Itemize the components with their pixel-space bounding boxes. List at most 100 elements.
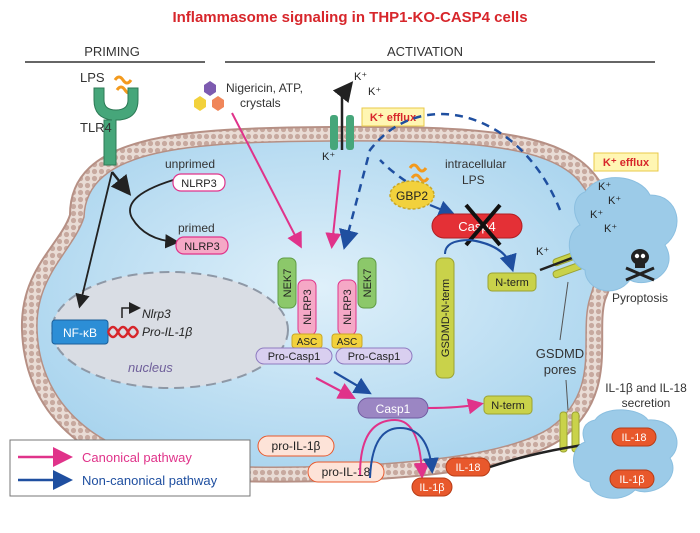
nek7-left bbox=[277, 257, 297, 309]
k-efflux-to-nlrp3-arrow bbox=[325, 169, 342, 249]
skull-crossbones-icon bbox=[625, 249, 655, 282]
k-plus-label-1: K⁺ bbox=[354, 71, 367, 83]
pro-casp1-left-label: Pro-Casp1 bbox=[268, 351, 321, 363]
il1b-outer-pill bbox=[609, 469, 655, 489]
nterm-lower-box bbox=[483, 395, 533, 415]
il1b-outer-label: IL-1β bbox=[619, 474, 644, 486]
stimuli-label-line2: crystals bbox=[240, 96, 281, 110]
casp1-label: Casp1 bbox=[376, 402, 411, 416]
pro-casp1-right bbox=[335, 347, 413, 365]
casp1-cleavage-blue-arrow bbox=[369, 426, 439, 479]
nlrp3-right-label: NLRP3 bbox=[342, 289, 354, 324]
nek7-right bbox=[357, 257, 377, 309]
stimulus-hexagon-orange-icon bbox=[212, 96, 224, 111]
pores-pointer-down bbox=[565, 379, 569, 411]
k-plus-cloud-2: K⁺ bbox=[608, 195, 621, 207]
gsdmd-nterm-bar bbox=[435, 257, 455, 379]
pyroptosis-cloud bbox=[568, 177, 678, 292]
k-efflux-box bbox=[361, 107, 425, 127]
casp4-knockout-x-icon bbox=[464, 203, 502, 247]
priming-curve-arrow bbox=[129, 177, 181, 249]
primed-nlrp3-label: NLRP3 bbox=[184, 241, 219, 253]
tlr4-receptor-icon bbox=[93, 87, 139, 166]
k-plus-label-3: K⁺ bbox=[322, 151, 335, 163]
k-plus-cloud-3: K⁺ bbox=[590, 209, 603, 221]
tlr4-to-nlrp3-arrow bbox=[110, 171, 132, 196]
transcription-arrow bbox=[121, 302, 141, 318]
secretion-line2: secretion bbox=[622, 396, 671, 410]
gene-pro-il1b-label: Pro-IL-1β bbox=[142, 325, 192, 339]
nucleus-label: nucleus bbox=[128, 360, 173, 375]
il18-outer-label: IL-18 bbox=[621, 432, 646, 444]
intracellular-lps-line1: intracellular bbox=[445, 157, 506, 171]
k-efflux-label: K⁺ efflux bbox=[370, 112, 417, 124]
gsdmd-nterm-label: GSDMD-N-term bbox=[440, 279, 452, 357]
activation-header: ACTIVATION bbox=[387, 44, 463, 59]
nterm-lower-label: N-term bbox=[491, 400, 525, 412]
stimulus-hexagon-yellow-icon bbox=[194, 96, 206, 111]
stimuli-to-nlrp3-arrow bbox=[231, 112, 302, 249]
pro-il18-label: pro-IL-18 bbox=[322, 465, 371, 479]
k-plus-cloud-1: K⁺ bbox=[598, 181, 611, 193]
primed-label: primed bbox=[178, 221, 215, 235]
dna-helix-icon bbox=[106, 325, 140, 339]
unprimed-nlrp3-pill bbox=[172, 173, 226, 192]
dna-helix-icon-2 bbox=[106, 325, 140, 339]
nucleus-envelope bbox=[51, 271, 289, 389]
casp1-cleavage-pink-arrow bbox=[359, 418, 430, 479]
il18-outer-pill bbox=[611, 427, 657, 447]
gbp2-to-casp4-arrow bbox=[429, 200, 457, 218]
casp4-pill bbox=[431, 213, 523, 239]
nterm-upper-box bbox=[487, 272, 537, 292]
nek7-left-label: NEK7 bbox=[282, 269, 294, 298]
nfkb-label: NF-κB bbox=[63, 326, 97, 340]
tlr4-label: TLR4 bbox=[80, 120, 112, 135]
gsdmd-pores-line1: GSDMD bbox=[536, 346, 584, 361]
inflammasome-to-casp1-pink bbox=[315, 377, 356, 400]
nek7-right-label: NEK7 bbox=[362, 269, 374, 298]
k-plus-label-2: K⁺ bbox=[368, 86, 381, 98]
legend-canonical-label: Canonical pathway bbox=[82, 450, 192, 465]
pro-il1b-label: pro-IL-1β bbox=[272, 439, 321, 453]
pro-casp1-left bbox=[255, 347, 333, 365]
lps-label: LPS bbox=[80, 70, 105, 85]
casp4-to-nterm-arrow bbox=[469, 238, 517, 273]
intracellular-lps-icon-2 bbox=[410, 173, 430, 183]
unprimed-label: unprimed bbox=[165, 157, 215, 171]
k-efflux-right-label: K⁺ efflux bbox=[603, 157, 650, 169]
secretion-line1: IL-1β and IL-18 bbox=[605, 381, 687, 395]
k-plus-cloud-4: K⁺ bbox=[604, 223, 617, 235]
k-plus-label-pore: K⁺ bbox=[536, 246, 549, 258]
asc-right-label: ASC bbox=[337, 337, 358, 348]
pyroptosis-label: Pyroptosis bbox=[612, 291, 668, 305]
lps-icon bbox=[113, 75, 133, 85]
il1b-inner-pill bbox=[411, 477, 453, 497]
pro-casp1-right-label: Pro-Casp1 bbox=[348, 351, 401, 363]
k-channel-left bbox=[330, 115, 338, 150]
pores-pointer-up bbox=[559, 281, 569, 341]
nterm-upper-label: N-term bbox=[495, 277, 529, 289]
stimuli-label-line1: Nigericin, ATP, bbox=[226, 81, 303, 95]
gbp2-blob bbox=[389, 180, 435, 210]
gbp2-label: GBP2 bbox=[396, 189, 428, 203]
nlrp3-left-label: NLRP3 bbox=[302, 289, 314, 324]
casp4-to-gsdmd-arrow bbox=[444, 239, 471, 255]
legend-non-canonical-label: Non-canonical pathway bbox=[82, 473, 218, 488]
intracellular-lps-icon bbox=[408, 163, 428, 173]
tlr4-to-nfkb-arrow bbox=[75, 171, 113, 309]
stimulus-hexagon-purple-icon bbox=[204, 81, 216, 96]
casp1-to-nterm-arrow bbox=[427, 398, 484, 415]
non-canonical-dashed-arrow bbox=[339, 112, 562, 250]
priming-header: PRIMING bbox=[84, 44, 140, 59]
il1b-inner-label: IL-1β bbox=[419, 482, 444, 494]
legend-box bbox=[9, 439, 251, 497]
k-channel-right bbox=[346, 115, 354, 150]
gsdmd-pores-line2: pores bbox=[544, 362, 577, 377]
k-efflux-right-box bbox=[593, 152, 659, 172]
unprimed-nlrp3-label: NLRP3 bbox=[181, 178, 216, 190]
pro-il18-pill bbox=[307, 461, 385, 483]
il18-inner-label: IL-18 bbox=[455, 462, 480, 474]
asc-left-label: ASC bbox=[297, 337, 318, 348]
